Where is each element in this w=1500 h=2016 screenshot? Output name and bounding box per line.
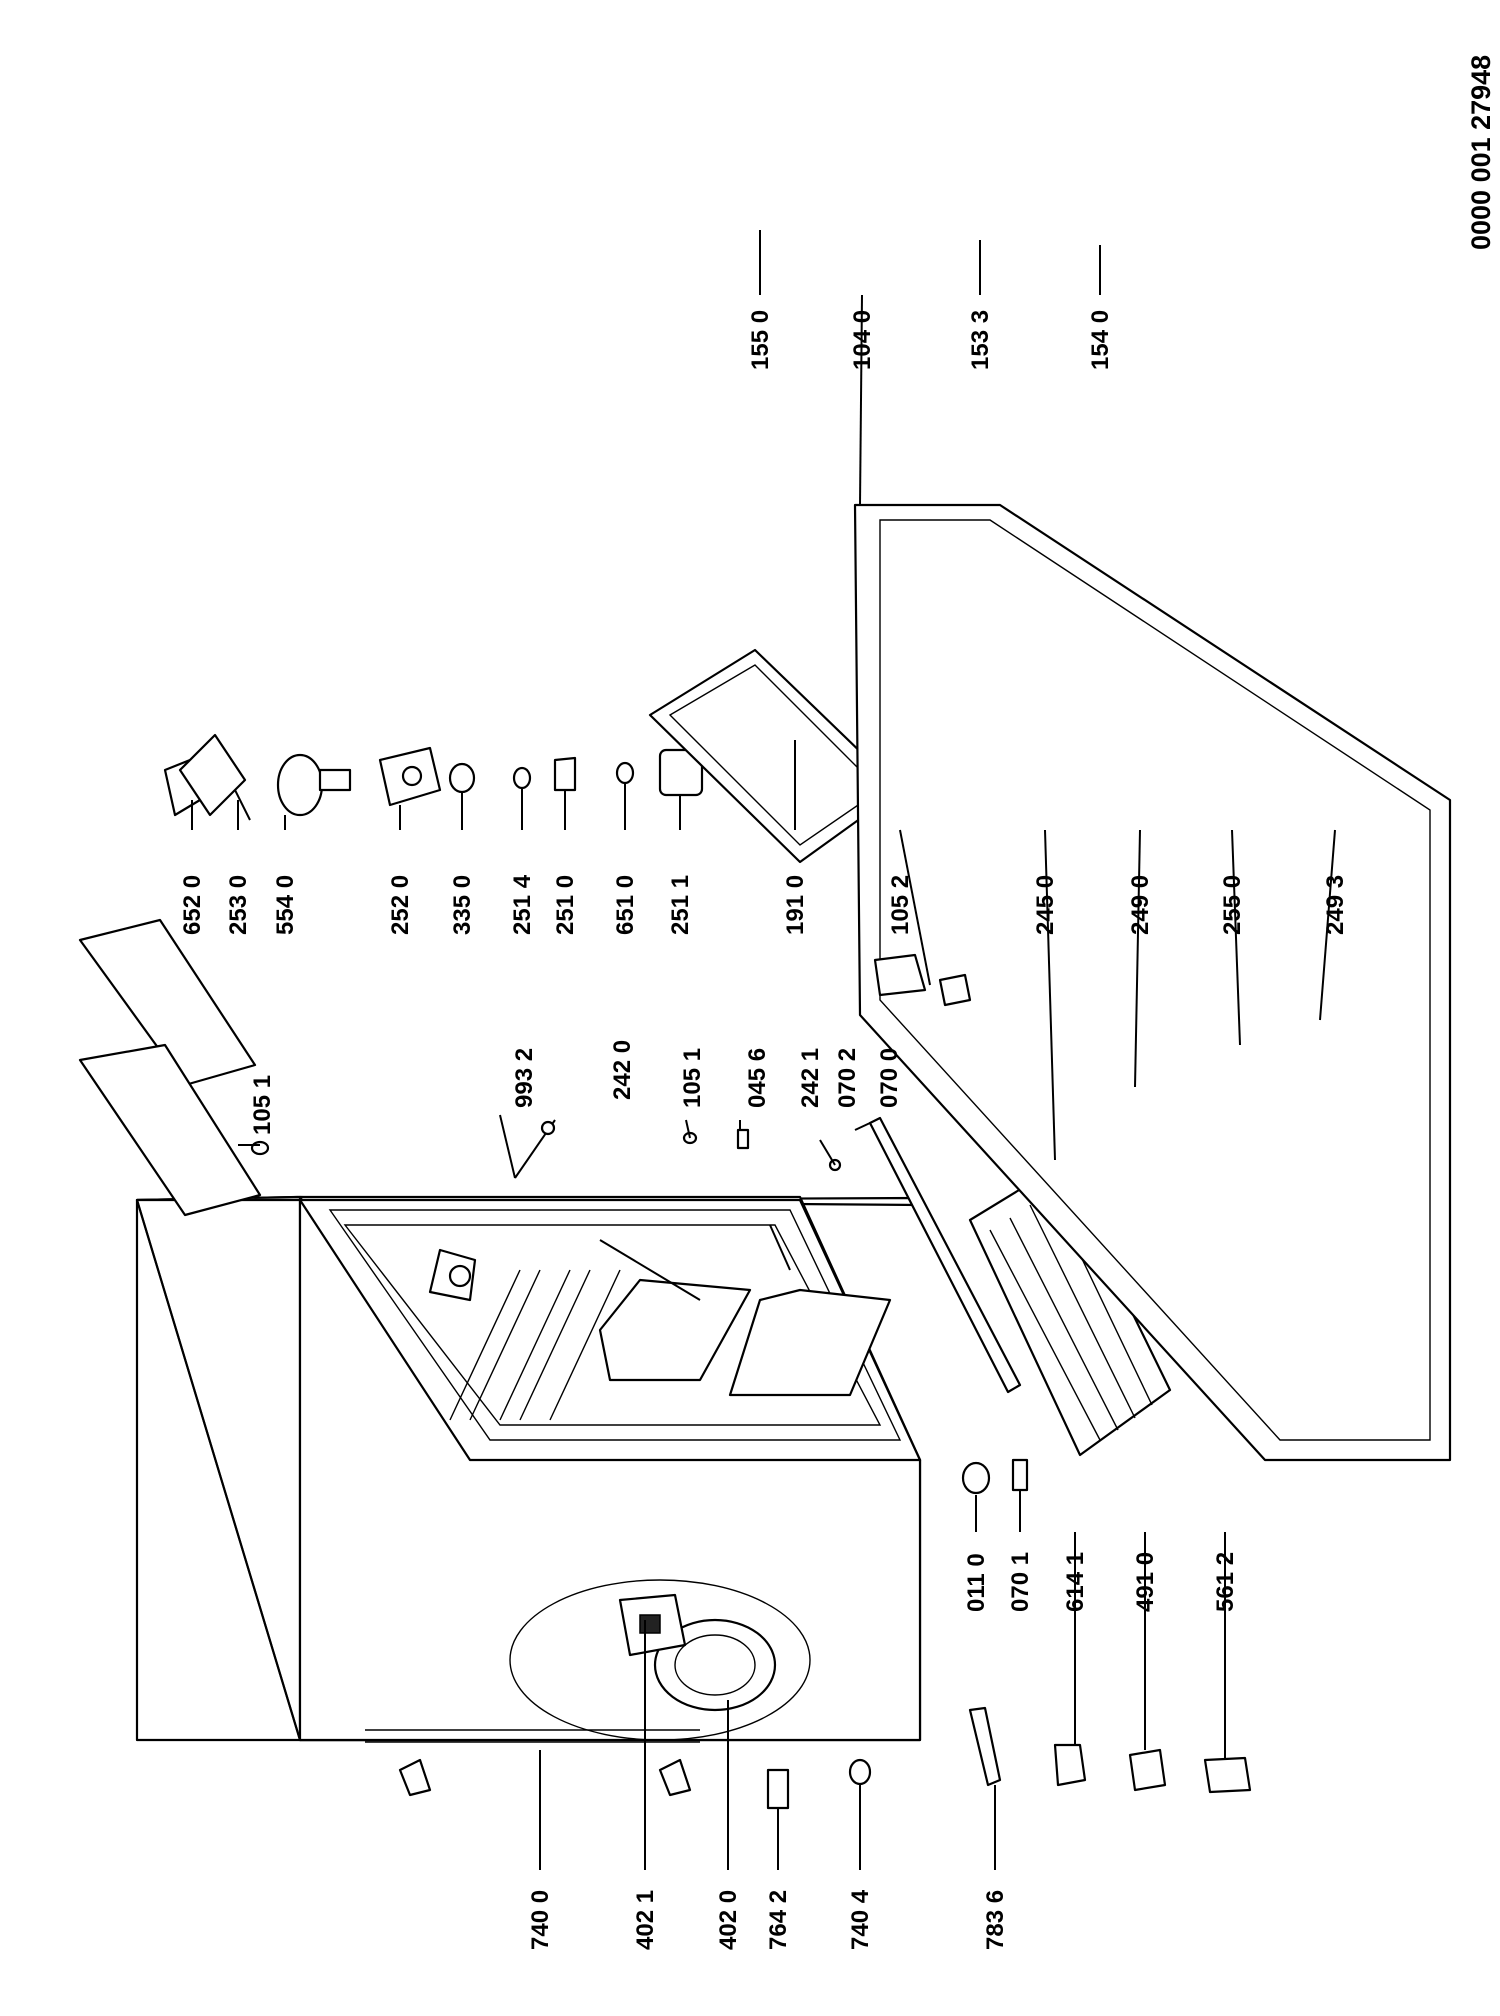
label-651-0: 651 0 bbox=[612, 875, 639, 935]
label-070-2: 070 2 bbox=[834, 1048, 861, 1108]
label-253-0: 253 0 bbox=[225, 875, 252, 935]
label-561-2: 561 2 bbox=[1212, 1552, 1239, 1612]
label-191-0: 191 0 bbox=[782, 875, 809, 935]
label-242-0: 242 0 bbox=[609, 1040, 636, 1100]
label-764-2: 764 2 bbox=[765, 1890, 792, 1950]
leader-lines bbox=[191, 230, 1336, 1870]
label-554-0: 554 0 bbox=[272, 875, 299, 935]
label-402-0: 402 0 bbox=[715, 1890, 742, 1950]
door bbox=[78, 503, 1452, 1462]
label-993-2: 993 2 bbox=[511, 1048, 538, 1108]
label-614-1: 614 1 bbox=[1062, 1552, 1089, 1612]
label-011-0: 011 0 bbox=[963, 1553, 990, 1612]
label-105-1-a: 105 1 bbox=[249, 1075, 276, 1135]
label-740-4: 740 4 bbox=[847, 1889, 874, 1950]
document-id: 0000 001 27948 bbox=[1466, 55, 1496, 250]
thermostat-parts bbox=[163, 746, 704, 821]
label-251-1: 251 1 bbox=[667, 875, 694, 935]
label-105-2: 105 2 bbox=[887, 875, 914, 935]
label-251-4: 251 4 bbox=[509, 874, 536, 935]
label-249-3: 249 3 bbox=[1322, 875, 1349, 935]
label-153-3: 153 3 bbox=[967, 310, 994, 370]
label-652-0: 652 0 bbox=[179, 875, 206, 935]
label-402-1: 402 1 bbox=[632, 1890, 659, 1950]
label-249-0: 249 0 bbox=[1127, 875, 1154, 935]
part-labels: 105 1 993 2 242 0 105 1 045 6 242 1 070 … bbox=[179, 310, 1349, 1950]
label-245-0: 245 0 bbox=[1032, 875, 1059, 935]
label-105-1-b: 105 1 bbox=[679, 1048, 706, 1108]
label-154-0: 154 0 bbox=[1087, 310, 1114, 370]
cabinet bbox=[135, 1195, 922, 1743]
label-155-0: 155 0 bbox=[747, 310, 774, 370]
label-335-0: 335 0 bbox=[449, 875, 476, 935]
label-783-6: 783 6 bbox=[982, 1890, 1009, 1950]
label-491-0: 491 0 bbox=[1132, 1552, 1159, 1612]
label-242-1: 242 1 bbox=[797, 1048, 824, 1108]
label-740-0: 740 0 bbox=[527, 1890, 554, 1950]
label-252-0: 252 0 bbox=[387, 875, 414, 935]
label-251-0: 251 0 bbox=[552, 875, 579, 935]
label-070-0: 070 0 bbox=[876, 1048, 903, 1108]
label-104-0: 104 0 bbox=[849, 310, 876, 370]
label-070-1: 070 1 bbox=[1007, 1552, 1034, 1612]
label-255-0: 255 0 bbox=[1219, 875, 1246, 935]
label-045-6: 045 6 bbox=[744, 1048, 771, 1108]
